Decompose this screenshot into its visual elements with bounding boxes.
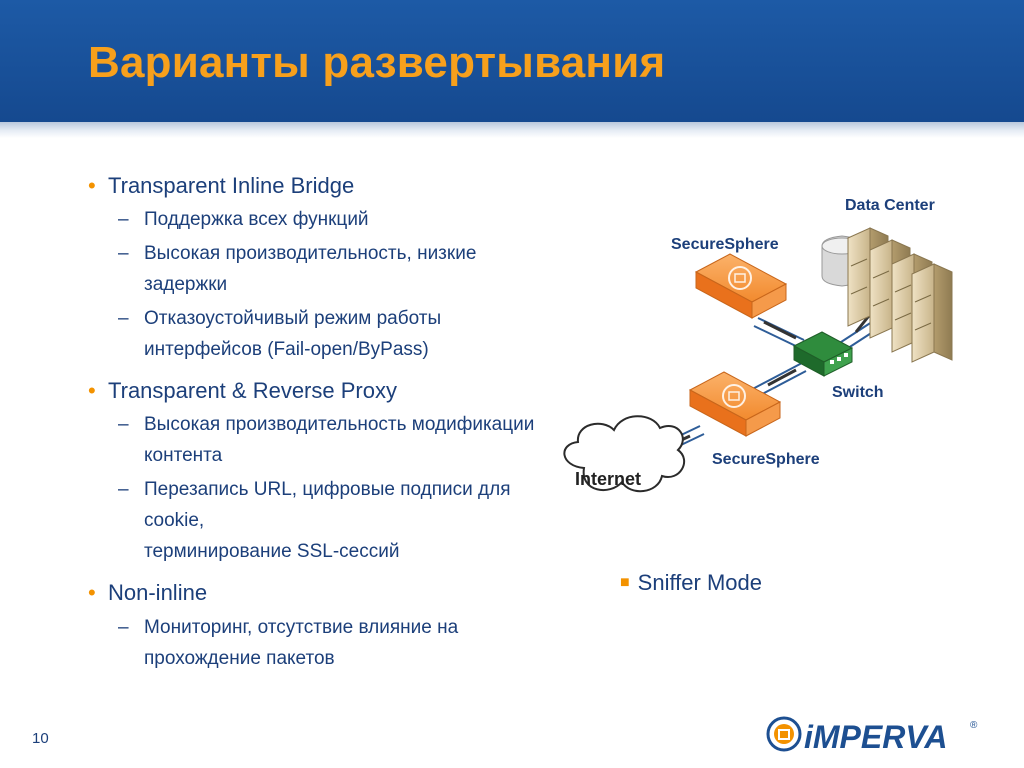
- bullet-item: • Non-inline: [88, 579, 628, 608]
- securesphere-appliance-top-icon: [694, 253, 788, 319]
- sub-bullet-text: Высокая производительность, низкие задер…: [144, 242, 477, 295]
- data-center-label: Data Center: [845, 197, 935, 214]
- sub-bullet-item: –Отказоустойчивый режим работы интерфейс…: [88, 303, 628, 365]
- bullet-list: •Transparent Inline Bridge–Поддержка все…: [88, 172, 628, 677]
- sniffer-mode-bullet: ■ Sniffer Mode: [620, 570, 762, 596]
- securesphere-top-label: SecureSphere: [671, 236, 779, 253]
- bullet-dot-icon: •: [88, 580, 96, 606]
- slide-title: Варианты развертывания: [88, 38, 666, 87]
- sub-bullet-text: Отказоустойчивый режим работы интерфейсо…: [144, 307, 442, 360]
- sub-bullet-dash-icon: –: [118, 307, 129, 329]
- bullet-text: Transparent & Reverse Proxy: [108, 377, 397, 403]
- sub-bullet-item: –Высокая производительность, низкие заде…: [88, 238, 628, 300]
- sniffer-mode-text: Sniffer Mode: [637, 570, 763, 595]
- imperva-logo: iMPERVA ®: [766, 716, 978, 755]
- switch-label: Switch: [832, 384, 884, 401]
- deployment-diagram: Data Center SecureSphere Switch SecureSp…: [563, 197, 953, 492]
- bullet-text: Non-inline: [108, 580, 208, 606]
- slide-header: [0, 0, 1024, 122]
- bullet-item: • Transparent & Reverse Proxy: [88, 377, 628, 406]
- bullet-dot-icon: •: [88, 173, 96, 198]
- page-number: 10: [32, 730, 49, 747]
- logo-registered-mark: ®: [970, 720, 978, 731]
- switch-icon: [792, 331, 854, 377]
- sub-bullet-text: Мониторинг, отсутствие влияние на прохож…: [144, 616, 459, 669]
- sub-bullet-text: Высокая производительность модификации к…: [144, 414, 535, 467]
- bullet-dot-icon: •: [88, 377, 96, 403]
- sub-bullet-item: –Мониторинг, отсутствие влияние на прохо…: [88, 612, 628, 674]
- securesphere-bottom-label: SecureSphere: [712, 451, 820, 468]
- header-shadow: [0, 122, 1024, 138]
- data-center-servers-icon: [821, 227, 953, 363]
- bullet-item: • Transparent Inline Bridge: [88, 172, 628, 201]
- square-bullet-icon: ■: [620, 574, 630, 591]
- sub-bullet-item: –Перезапись URL, цифровые подписи для co…: [88, 474, 628, 567]
- securesphere-appliance-bottom-icon: [688, 371, 782, 437]
- sub-bullet-dash-icon: –: [118, 616, 129, 638]
- sub-bullet-dash-icon: –: [118, 414, 129, 436]
- sub-bullet-text: Поддержка всех функций: [144, 208, 369, 230]
- sub-bullet-dash-icon: –: [118, 479, 129, 501]
- internet-label: Internet: [575, 469, 641, 489]
- logo-wordmark: iMPERVA: [804, 719, 947, 755]
- sub-bullet-dash-icon: –: [118, 242, 129, 264]
- internet-cloud-icon: [563, 415, 685, 492]
- sub-bullet-item: –Поддержка всех функций: [88, 204, 628, 235]
- bullet-text: Transparent Inline Bridge: [108, 173, 355, 198]
- sub-bullet-item: –Высокая производительность модификации …: [88, 409, 628, 471]
- sub-bullet-dash-icon: –: [118, 208, 129, 230]
- sub-bullet-text: Перезапись URL, цифровые подписи для coo…: [144, 479, 511, 563]
